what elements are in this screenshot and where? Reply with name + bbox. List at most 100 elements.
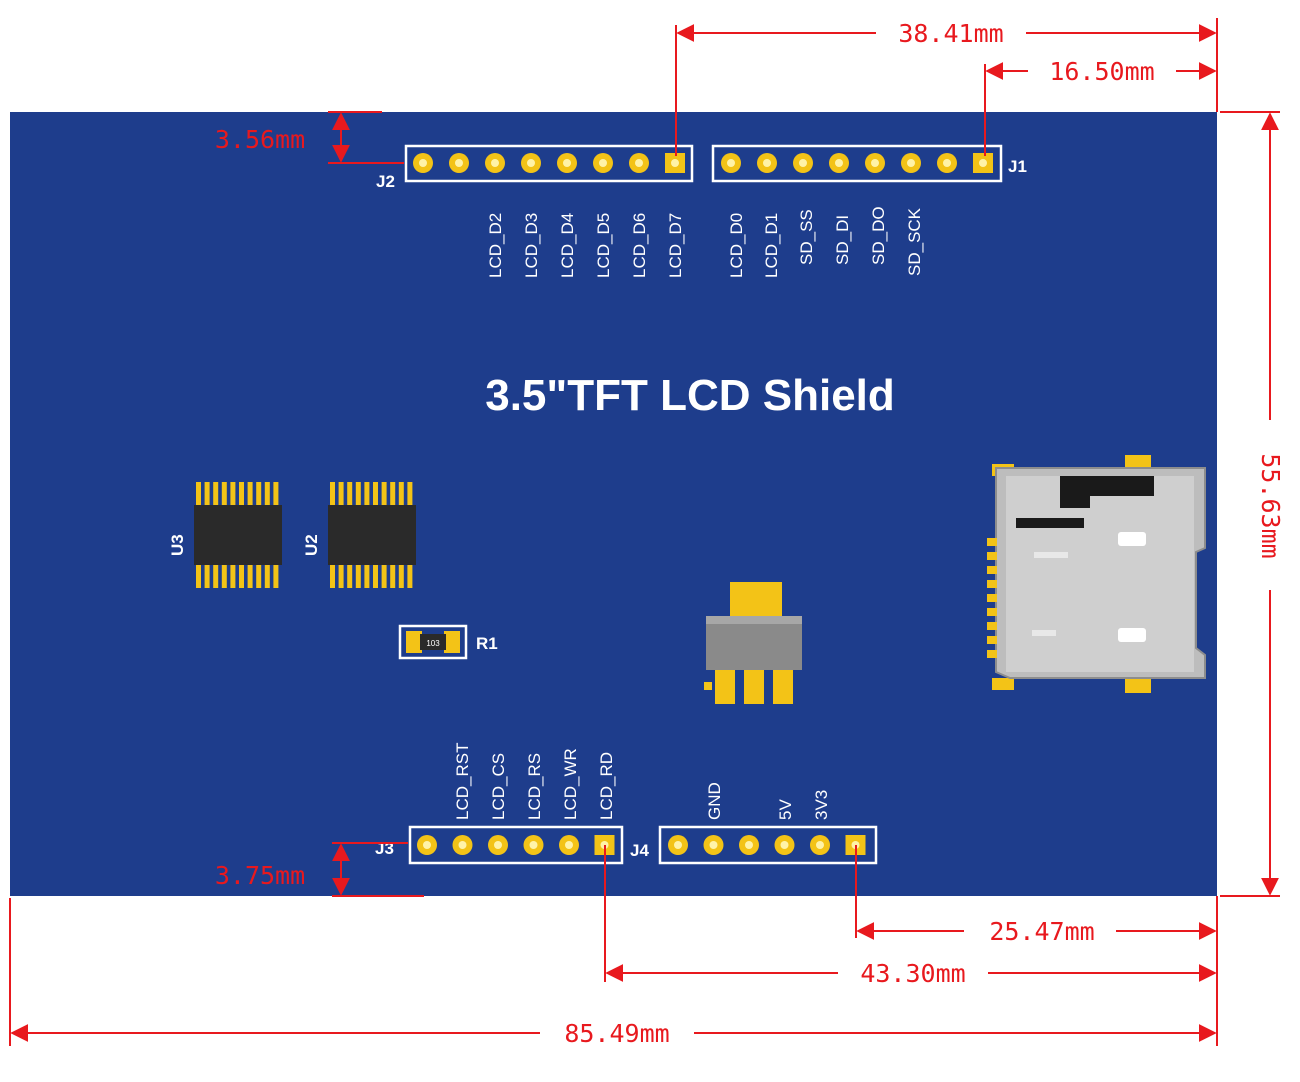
- j2-label-lcd-d6: LCD_D6: [630, 213, 649, 278]
- j2-pin-4: [521, 153, 541, 173]
- u2-pin-top-9: [398, 482, 404, 506]
- sd-contact-2: [987, 552, 997, 560]
- u2-pin-top-5: [364, 482, 370, 506]
- j3-ref: J3: [375, 839, 394, 858]
- header-j4: J4: [630, 825, 878, 865]
- j2-pin-5: [557, 153, 577, 173]
- dimension-bottom-j3-label: 43.30mm: [860, 959, 965, 988]
- r1-body-code: 103: [426, 639, 440, 648]
- dimension-top-long-label: 38.41mm: [898, 19, 1003, 48]
- resistor-r1: 103 R1: [398, 624, 498, 660]
- j4-pin-5: [810, 835, 830, 855]
- u3-ref: U3: [168, 534, 187, 556]
- j3-label-lcd-rst: LCD_RST: [453, 743, 472, 820]
- j1-pin-1: [721, 153, 741, 173]
- j1-label-sd-di: SD_DI: [833, 215, 852, 265]
- voltage-regulator: [704, 582, 802, 704]
- j1-pin-4: [829, 153, 849, 173]
- j3-pin-1: [417, 835, 437, 855]
- sd-contact-4: [987, 580, 997, 588]
- u3-pin-top-5: [230, 482, 236, 506]
- u3-pin-top-9: [264, 482, 270, 506]
- u3-pin-bottom-3: [213, 564, 219, 588]
- j2-pin-8: [665, 153, 685, 173]
- j1-pin-3: [793, 153, 813, 173]
- j2-pin-1: [413, 153, 433, 173]
- sd-contact-3: [987, 566, 997, 574]
- u2-pin-bottom-4: [355, 564, 361, 588]
- dimension-top-short: 16.50mm: [984, 57, 1217, 156]
- sd-contact-1: [987, 538, 997, 546]
- j3-label-lcd-cs: LCD_CS: [489, 753, 508, 820]
- u2-pin-top-4: [355, 482, 361, 506]
- j3-label-lcd-rs: LCD_RS: [525, 753, 544, 820]
- j1-label-sd-sck: SD_SCK: [905, 207, 924, 276]
- u2-pin-top-7: [381, 482, 387, 506]
- u2-pin-bottom-6: [373, 564, 378, 588]
- dimension-j3-offset-label: 3.75mm: [215, 861, 305, 890]
- j3-pin-4: [523, 835, 544, 855]
- u2-pin-bottom-9: [398, 564, 404, 588]
- sd-contact-8: [987, 636, 997, 644]
- u2-pin-top-1: [330, 482, 335, 506]
- sd-contact-6: [987, 608, 997, 616]
- j4-pin-2: [703, 835, 724, 855]
- u3-pin-bottom-8: [256, 564, 262, 588]
- j1-pin-5: [865, 153, 885, 173]
- u3-pin-top-2: [204, 482, 210, 506]
- u3-pin-top-8: [256, 482, 262, 506]
- j4-label-gnd: GND: [705, 782, 724, 820]
- u2-pin-bottom-10: [407, 564, 413, 588]
- dimension-width-label: 85.49mm: [564, 1019, 669, 1048]
- u3-pin-bottom-1: [196, 564, 201, 588]
- u3-pin-top-1: [196, 482, 201, 506]
- j1-pin-8: [973, 153, 993, 173]
- u2-pin-top-8: [390, 482, 396, 506]
- j2-pin-7: [629, 153, 649, 173]
- microsd-card-slot: [987, 455, 1206, 693]
- header-j3: J3: [375, 825, 624, 865]
- j2-label-lcd-d4: LCD_D4: [558, 213, 577, 278]
- j4-label-3v3: 3V3: [812, 790, 831, 820]
- j1-pin-2: [757, 153, 777, 173]
- chip-u3: U3: [168, 482, 282, 588]
- dimension-top-short-label: 16.50mm: [1049, 57, 1154, 86]
- j4-pin-3: [739, 835, 759, 855]
- j1-pin-6: [901, 153, 921, 173]
- u3-pin-bottom-9: [264, 564, 270, 588]
- u3-pin-bottom-4: [221, 564, 227, 588]
- u2-pin-bottom-1: [330, 564, 335, 588]
- dimension-bottom-j4-label: 25.47mm: [989, 917, 1094, 946]
- u2-pin-top-2: [338, 482, 344, 506]
- dimension-j2-offset-label: 3.56mm: [215, 125, 305, 154]
- u3-pin-top-10: [273, 482, 279, 506]
- sd-contact-9: [987, 650, 997, 658]
- j1-label-sd-ss: SD_SS: [797, 209, 816, 265]
- j3-pin-5: [559, 835, 579, 855]
- r1-ref: R1: [476, 634, 498, 653]
- j3-pin-3: [488, 835, 508, 855]
- j1-label-sd-do: SD_DO: [869, 206, 888, 265]
- j2-ref: J2: [376, 172, 395, 191]
- u2-pin-bottom-3: [347, 564, 353, 588]
- j2-label-lcd-d3: LCD_D3: [522, 213, 541, 278]
- u3-pin-bottom-7: [247, 564, 253, 588]
- u3-pin-bottom-6: [239, 564, 244, 588]
- u3-pin-bottom-5: [230, 564, 236, 588]
- u3-pin-top-6: [239, 482, 244, 506]
- u3-pin-top-4: [221, 482, 227, 506]
- u3-pin-bottom-10: [273, 564, 279, 588]
- j4-label-5v: 5V: [776, 799, 795, 820]
- j2-label-lcd-d7: LCD_D7: [666, 213, 685, 278]
- j3-pin-2: [452, 835, 473, 855]
- dimension-bottom-j4: 25.47mm: [855, 845, 1218, 1046]
- j4-ref: J4: [630, 841, 649, 860]
- dimension-j2-offset: 3.56mm: [215, 111, 404, 164]
- j3-label-lcd-rd: LCD_RD: [597, 752, 616, 820]
- u2-pin-bottom-5: [364, 564, 370, 588]
- u2-ref: U2: [302, 534, 321, 556]
- u2-pin-bottom-7: [381, 564, 387, 588]
- u2-pin-bottom-2: [338, 564, 344, 588]
- board-title: 3.5"TFT LCD Shield: [485, 371, 895, 420]
